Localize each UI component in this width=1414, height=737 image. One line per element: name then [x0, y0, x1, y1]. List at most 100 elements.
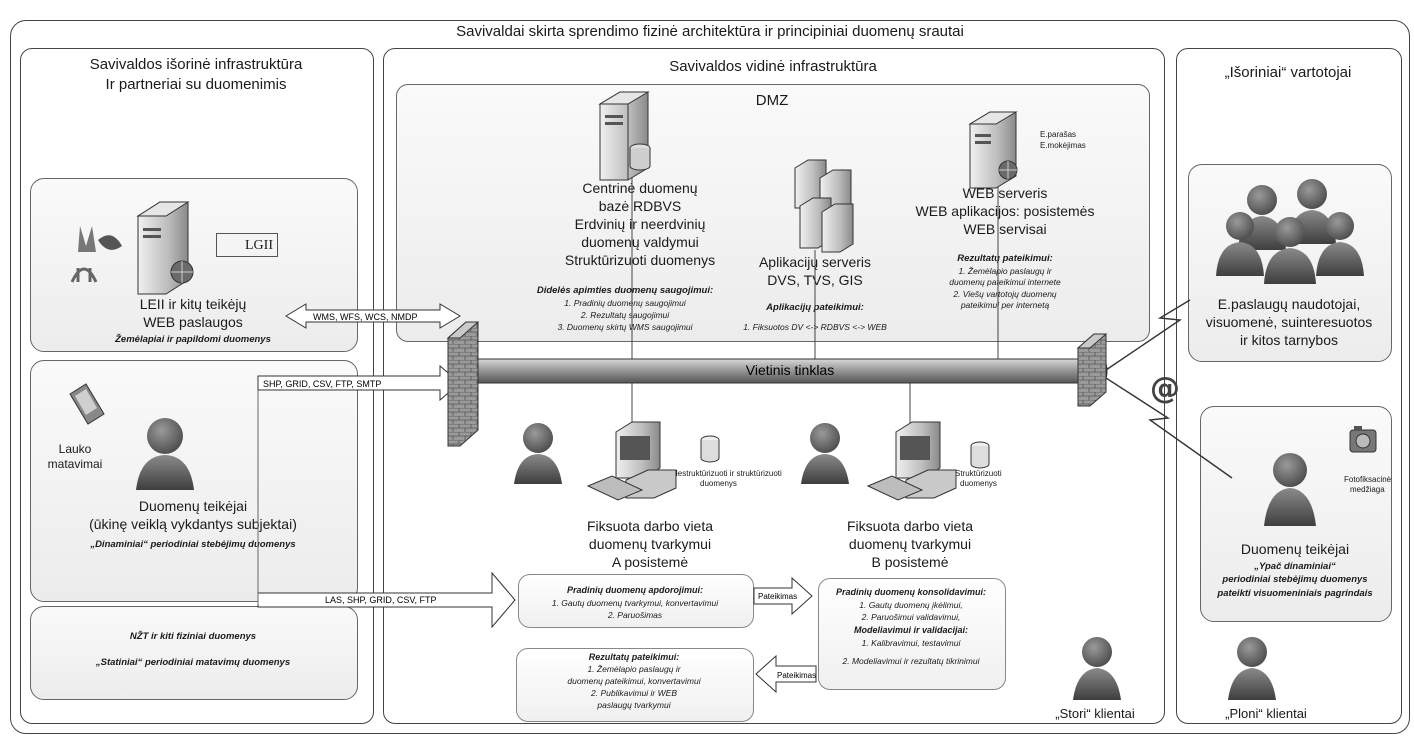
- las-arrow-label: LAS, SHP, GRID, CSV, FTP: [325, 595, 437, 605]
- db-server-label-4: duomenų valdymui: [581, 234, 699, 250]
- pateikimas-label-1: Pateikimas: [758, 592, 797, 601]
- processing-box-c: [516, 648, 754, 722]
- photo-material-label-1: Fotofiksacinė: [1344, 475, 1392, 484]
- e-signature-tag: E.parašas: [1040, 130, 1077, 139]
- ws-a-label-1: Fiksuota darbo vieta: [586, 518, 714, 534]
- proc-b-line-3: 1. Kalibravimui, testavimui: [861, 638, 961, 648]
- partner-logo-icon: [70, 226, 122, 283]
- external-infrastructure-subtitle: Ir partneriai su duomenimis: [105, 76, 287, 93]
- web-note-3: 2. Viešų vartotojų duomenų: [953, 289, 1057, 299]
- web-server-label-1: WEB serveris: [962, 185, 1048, 201]
- db-server-label-5: Struktūrizuoti duomenys: [564, 252, 716, 268]
- db-server-label-2: bazė RDBVS: [598, 198, 682, 214]
- user-icon-volunteer: [1264, 453, 1316, 526]
- proc-c-line-2: duomenų pateikimui, konvertavimui: [567, 676, 701, 686]
- user-icon-thick-client: [1073, 637, 1121, 700]
- leii-services-subtitle: WEB paslaugos: [143, 314, 243, 330]
- web-note-1: 1. Žemėlapio paslaugų ir: [958, 266, 1052, 276]
- left-firewall-icon: [446, 321, 480, 447]
- volunteer-providers-note-3: pateikti visuomeniniais pagrindais: [1217, 588, 1373, 599]
- lightning-link-bottom-icon: [1105, 377, 1233, 479]
- proc-a-line-1: 1. Gautų duomenų tvarkymui, konvertavimu…: [551, 598, 719, 608]
- proc-c-line-4: paslaugų tvarkymui: [597, 700, 671, 710]
- camera-icon: [1349, 426, 1377, 453]
- field-measurements-label-2: matavimai: [47, 457, 103, 471]
- lightning-link-top-icon: [1105, 299, 1191, 371]
- proc-b-line-4: 2. Modeliavimui ir rezultatų tikrinimui: [842, 656, 980, 666]
- application-servers-icon: [794, 159, 854, 253]
- lgii-logo: LGII: [216, 233, 278, 257]
- thick-clients-label: „Stori“ klientai: [1055, 706, 1135, 721]
- proc-b-line-1: 1. Gautų duomenų įkėlimui,: [859, 600, 963, 610]
- leii-services-note: Žemėlapiai ir papildomi duomenys: [115, 334, 271, 345]
- database-server-icon: [598, 91, 651, 181]
- e-service-users-label-2: visuomenė, suinteresuotos: [1205, 314, 1373, 330]
- dmz-zone: [396, 84, 1150, 342]
- web-server-icon: [968, 111, 1018, 189]
- ws-b-label-1: Fiksuota darbo vieta: [846, 518, 974, 534]
- photo-material-label-2: medžiaga: [1350, 485, 1385, 494]
- web-server-label-2: WEB aplikacijos: posistemės: [915, 203, 1095, 219]
- pateikimas-label-2: Pateikimas: [777, 671, 816, 680]
- web-server-label-3: WEB servisai: [963, 221, 1047, 237]
- proc-b-title: Pradinių duomenų konsolidavimui:: [835, 587, 986, 597]
- pda-device-icon: [69, 383, 105, 425]
- internal-infrastructure-title: Savivaldos vidinė infrastruktūra: [669, 58, 877, 75]
- wms-flow-arrow: [285, 303, 461, 329]
- processing-box-a: [518, 574, 754, 628]
- web-note-4: pateikimui per internetą: [960, 300, 1050, 310]
- db-cylinder-a-icon: [700, 435, 720, 463]
- lan-label: Vietinis tinklas: [746, 362, 834, 378]
- e-payment-tag: E.mokėjimas: [1040, 141, 1086, 150]
- external-infrastructure-title: Savivaldos išorinė infrastruktūra: [89, 56, 303, 73]
- pateikimas-arrow-left: [755, 654, 817, 694]
- wms-arrow-label: WMS, WFS, WCS, NMDP: [313, 312, 418, 322]
- static-data-box: [30, 606, 358, 700]
- proc-a-title: Pradinių duomenų apdorojimui:: [567, 585, 703, 595]
- db-server-label-1: Centrinė duomenų: [582, 180, 698, 196]
- data-providers-subtitle: (ūkinę veiklą vykdantys subjektai): [89, 516, 297, 532]
- proc-b-title-2: Modeliavimui ir validacijai:: [853, 625, 969, 635]
- users-group-icon: [1216, 179, 1364, 284]
- ws-a-db-label-1: Nestruktūrizuoti ir struktūrizuoti: [672, 469, 782, 478]
- workstation-a-icon: [586, 421, 677, 501]
- web-note-title: Rezultatų pateikimui:: [957, 253, 1053, 264]
- db-storage-note-2: 2. Rezultatų saugojimui: [580, 310, 670, 320]
- web-note-2: duomenų pateikimui internete: [949, 277, 1061, 287]
- lgii-logo-text: LGII: [245, 238, 273, 253]
- ws-b-label-2: duomenų tvarkymui: [848, 536, 972, 552]
- ws-a-label-2: duomenų tvarkymui: [588, 536, 712, 552]
- pateikimas-arrow-right: [753, 576, 813, 616]
- static-data-note: „Statiniai“ periodiniai matavimų duomeny…: [95, 657, 291, 668]
- db-cylinder-b-icon: [970, 441, 990, 469]
- external-users-title: „Išoriniai“ vartotojai: [1224, 64, 1352, 81]
- leii-server-icon: [136, 201, 194, 295]
- leii-services-title: LEII ir kitų teikėjų: [139, 296, 247, 312]
- user-icon-ws-a: [514, 423, 562, 484]
- proc-a-line-2: 2. Paruošimas: [607, 610, 663, 620]
- static-data-title: NŽT ir kiti fiziniai duomenys: [129, 631, 257, 642]
- data-providers-note: „Dinaminiai“ periodiniai stebėjimų duome…: [90, 539, 296, 550]
- proc-c-line-3: 2. Publikavimui ir WEB: [591, 688, 677, 698]
- shp-arrow-label: SHP, GRID, CSV, FTP, SMTP: [263, 379, 381, 389]
- e-service-users-label-1: E.paslaugų naudotojai,: [1217, 296, 1361, 312]
- volunteer-providers-note-1: „Ypač dinaminiai“: [1254, 561, 1336, 572]
- ws-a-db-label-2: duomenys: [700, 479, 737, 488]
- volunteer-providers-title: Duomenų teikėjai: [1240, 541, 1350, 557]
- db-storage-note-1: 1. Pradinių duomenų saugojimui: [564, 298, 686, 308]
- workstation-b-icon: [866, 421, 957, 501]
- ws-b-label-3: B posistemė: [871, 554, 949, 570]
- user-icon-thin-client: [1228, 637, 1276, 700]
- e-service-users-label-3: ir kitos tarnybos: [1239, 332, 1339, 348]
- at-sign-icon: @: [1150, 371, 1180, 406]
- ws-b-db-label-2: duomenys: [960, 479, 997, 488]
- ws-b-db-label-1: Struktūrizuoti: [955, 469, 1002, 478]
- thin-clients-label: „Ploni“ klientai: [1225, 706, 1307, 721]
- db-storage-note-3: 3. Duomenų skirtų WMS saugojimui: [557, 322, 693, 332]
- right-firewall-icon: [1076, 333, 1108, 407]
- volunteer-providers-note-2: periodiniai stebėjimų duomenys: [1222, 574, 1368, 585]
- user-icon-providers: [136, 418, 194, 490]
- proc-b-line-2: 2. Paruošimui validavimui,: [861, 612, 961, 622]
- user-icon-ws-b: [801, 423, 849, 484]
